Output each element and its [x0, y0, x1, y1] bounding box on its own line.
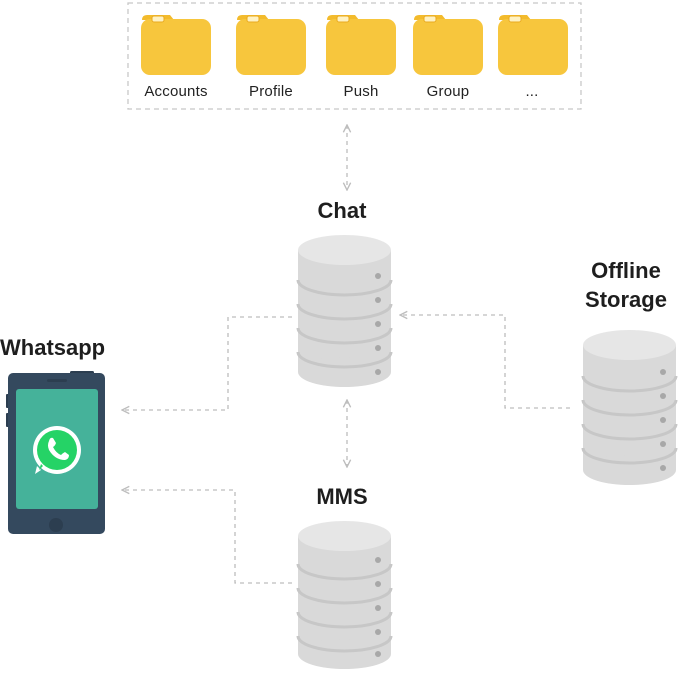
- mms-label: MMS: [316, 484, 368, 509]
- offline-storage-label: Offline Storage: [570, 256, 679, 314]
- folders-container: [127, 2, 582, 110]
- folder-icon-accounts[interactable]: [141, 15, 211, 75]
- database-icon-chat[interactable]: [296, 235, 393, 387]
- connector-offline-chat: [400, 315, 570, 409]
- folder-label-accounts: Accounts: [144, 83, 208, 100]
- folder-icon-profile[interactable]: [236, 15, 306, 75]
- database-icon-offline-storage[interactable]: [581, 330, 678, 485]
- folder-label-profile: Profile: [249, 83, 293, 100]
- folder-icon-group[interactable]: [413, 15, 483, 75]
- connector-mms-whatsapp: [122, 490, 292, 584]
- offline-storage-label-line1: Offline: [591, 258, 661, 283]
- whatsapp-icon: [33, 426, 81, 474]
- folder-label-more: ...: [525, 83, 539, 100]
- connector-chat-whatsapp: [122, 316, 292, 410]
- database-icon-mms[interactable]: [296, 521, 393, 669]
- folder-label-push: Push: [343, 83, 379, 100]
- chat-label: Chat: [317, 198, 367, 223]
- folder-icon-more[interactable]: [498, 15, 568, 75]
- folder-label-group: Group: [426, 83, 470, 100]
- whatsapp-label: Whatsapp: [0, 335, 106, 360]
- folder-icon-push[interactable]: [326, 15, 396, 75]
- offline-storage-label-line2: Storage: [585, 287, 667, 312]
